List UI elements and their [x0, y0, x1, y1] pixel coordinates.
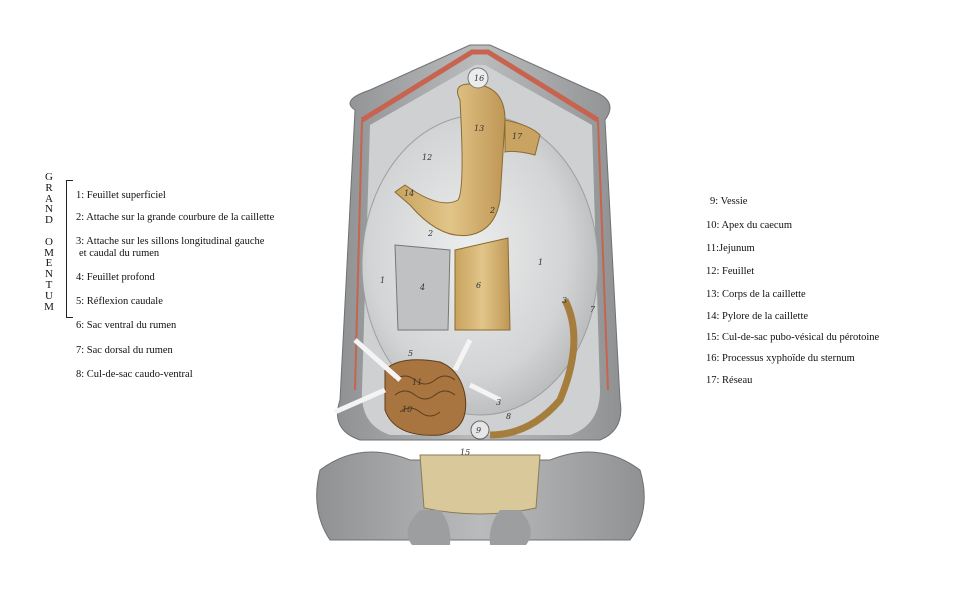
legend-item: 2: Attache sur la grande courbure de la … — [76, 212, 275, 223]
legend-item: 16: Processus xyphoïde du sternum — [706, 353, 855, 364]
title-letter: R — [45, 181, 53, 194]
legend-item: 13: Corps de la caillette — [706, 289, 806, 300]
fig-number: 7 — [590, 305, 596, 314]
title-letter: O — [45, 235, 53, 248]
fig-number: 17 — [512, 132, 523, 141]
legend-item: 3: Attache sur les sillons longitudinal … — [76, 236, 265, 247]
title-letter: G — [45, 171, 53, 183]
legend-item: 17: Réseau — [706, 375, 753, 386]
legend-item: 9: Vessie — [710, 196, 748, 207]
title-letter: N — [45, 268, 53, 281]
xiphoid-process — [467, 67, 489, 89]
fig-number: 13 — [474, 124, 484, 133]
cut-edge-right — [597, 119, 609, 391]
title-letter: E — [45, 257, 53, 270]
fig-number: 10 — [402, 405, 412, 414]
fig-number: 2 — [427, 229, 433, 238]
fig-number: 14 — [404, 189, 414, 198]
intestinal-mass — [384, 359, 467, 436]
title-letter: D — [45, 214, 53, 227]
caudal-reflection-fold — [489, 298, 578, 439]
fig-number: 3 — [562, 296, 567, 305]
udder-right — [489, 510, 531, 545]
legend-item: et caudal du rumen — [79, 248, 160, 259]
fig-number: 16 — [474, 74, 484, 83]
title-letter: A — [45, 192, 53, 205]
fig-number: 8 — [506, 412, 511, 421]
fig-number: 1 — [538, 258, 543, 267]
legend-item: 14: Pylore de la caillette — [706, 311, 809, 322]
title-letter: T — [45, 278, 53, 291]
omentum-bracket — [66, 180, 73, 318]
bladder — [470, 420, 490, 440]
fig-number: 2 — [489, 206, 495, 215]
jejunum-loops — [394, 375, 456, 417]
title-letter: N — [45, 203, 53, 216]
legend-item: 12: Feuillet — [706, 266, 755, 277]
grand-omentum-vertical-title: G R A N D O M E N T U M — [43, 172, 55, 312]
fig-number: 11 — [412, 378, 422, 387]
legend-item: 4: Feuillet profond — [76, 272, 155, 283]
fig-number: 1 — [380, 276, 385, 285]
cut-edge — [360, 49, 600, 123]
ventral-sac-window — [454, 237, 511, 331]
title-letter: U — [45, 289, 53, 302]
bovine-abdomen-illustration: 16 13 17 12 14 2 2 1 4 6 1 3 7 5 11 10 3… — [316, 44, 645, 545]
legend-item: 11:Jejunum — [706, 243, 755, 254]
legend-item: 15: Cul-de-sac pubo-vésical du pérotoine — [706, 332, 880, 343]
udder-left — [407, 510, 451, 545]
reticulum — [504, 119, 541, 156]
legend-item: 1: Feuillet superficiel — [76, 190, 166, 201]
fig-number: 5 — [408, 349, 413, 358]
cut-edge-left — [354, 119, 363, 391]
title-letter: M — [44, 246, 54, 259]
legend-item: 5: Réflexion caudale — [76, 296, 163, 307]
pubic-region — [419, 454, 541, 515]
fig-number: 12 — [422, 153, 432, 162]
fig-number: 9 — [476, 426, 481, 435]
legend-item: 7: Sac dorsal du rumen — [76, 345, 173, 356]
fig-number: 4 — [419, 283, 425, 292]
legend-item: 10: Apex du caecum — [706, 220, 793, 231]
retractor-right — [452, 338, 502, 403]
legend-item: 8: Cul-de-sac caudo-ventral — [76, 369, 193, 380]
fig-number: 3 — [496, 398, 501, 407]
retractor-left — [333, 338, 402, 415]
title-letter: M — [44, 300, 54, 313]
fig-number: 6 — [476, 281, 481, 290]
fig-number: 15 — [460, 448, 470, 457]
deep-omentum-window — [394, 244, 451, 331]
legend-item: 6: Sac ventral du rumen — [76, 320, 177, 331]
